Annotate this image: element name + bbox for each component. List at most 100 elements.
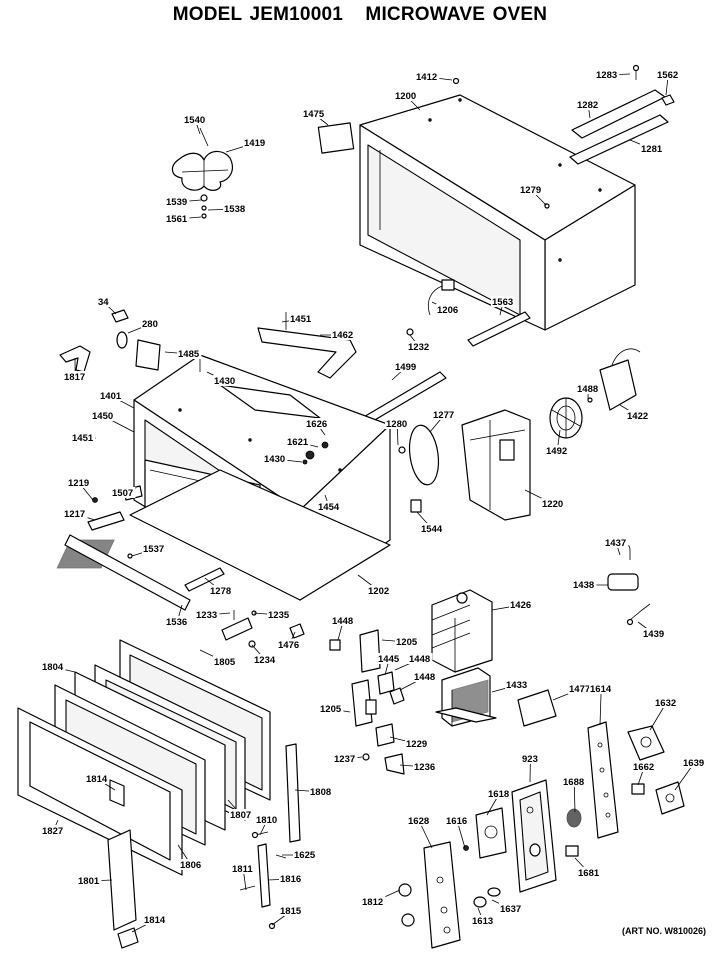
callout-label-bg [562, 776, 587, 787]
callout-label-bg [420, 523, 445, 534]
callout-label: 1816 [280, 874, 301, 885]
seal-strip-1536 [64, 534, 191, 611]
callout-label-bg [99, 390, 124, 401]
callout-label: 1488 [577, 384, 598, 395]
callout-label-bg [231, 863, 256, 874]
callout-label: 1688 [563, 777, 584, 788]
art-number: (ART NO. W810026) [621, 926, 706, 936]
callout-label: 1206 [437, 305, 458, 316]
door-assembly [17, 639, 271, 876]
callout-label: 1229 [406, 739, 427, 750]
callout-label-bg [41, 825, 66, 836]
callout-label-bg [286, 436, 311, 447]
fan-motor [549, 348, 641, 439]
callout-label-bg [577, 867, 602, 878]
callout-label: 1805 [214, 657, 236, 668]
callout-label: 1827 [42, 826, 63, 837]
board-1618 [475, 807, 507, 859]
callout-label: 1282 [577, 100, 598, 111]
callout-label: 1412 [416, 72, 437, 83]
callout-label: 1616 [446, 816, 467, 827]
callout-label-bg [541, 498, 566, 509]
callout-label: 1462 [332, 330, 353, 341]
callout-label-bg [255, 814, 280, 825]
part-1217 [87, 511, 125, 531]
callout-label-bg [407, 341, 432, 352]
callout-label-bg [195, 609, 220, 620]
part-1219 [92, 497, 98, 503]
callout-label-bg [142, 543, 167, 554]
callout-label-bg [576, 383, 601, 394]
strip-1278 [184, 567, 225, 592]
callout-label: 1815 [280, 906, 302, 917]
callout-label-bg [331, 615, 356, 626]
callout-label-bg [97, 296, 111, 307]
callout-label: 1801 [78, 876, 100, 887]
knob-1613 [473, 896, 487, 908]
callout-label-bg [267, 609, 292, 620]
callout-label-bg [209, 585, 234, 596]
callout-label: 1277 [433, 410, 454, 421]
callout-label: 1562 [657, 70, 678, 81]
callout-label: 1540 [184, 115, 205, 126]
callout-label: 1637 [500, 904, 521, 915]
part-280 [116, 331, 128, 349]
callout-label: 1236 [414, 762, 435, 773]
callout-label-bg [243, 137, 268, 148]
latch-1233 [221, 617, 253, 641]
callout-label: 1234 [254, 655, 276, 666]
callout-label: 1810 [256, 815, 277, 826]
callout-label-bg [183, 114, 208, 125]
callout-label: 1681 [578, 868, 600, 879]
callout-label: 1817 [64, 372, 85, 383]
callout-label: 1499 [395, 362, 416, 373]
door-handle [107, 829, 139, 949]
callout-label-bg [165, 213, 190, 224]
callout-label-bg [293, 849, 318, 860]
callout-label: 1807 [230, 810, 251, 821]
bracket-1462 [257, 327, 357, 379]
callout-label: 1475 [303, 109, 325, 120]
oval-1277 [408, 424, 440, 486]
callout-label: 1485 [178, 349, 200, 360]
callout-label: 1200 [395, 91, 416, 102]
callout-label-bg [309, 786, 334, 797]
callout-label: 1280 [386, 419, 407, 430]
callout-label-bg [143, 914, 168, 925]
callout-label: 1220 [542, 499, 563, 510]
callout-label-bg [377, 653, 402, 664]
callout-label-bg [545, 445, 570, 456]
callout-label: 1632 [655, 698, 676, 709]
callout-label-bg [589, 683, 614, 694]
callout-label-bg [85, 773, 110, 784]
callout-label: 1814 [144, 915, 166, 926]
stirrer-fan [171, 127, 233, 219]
part-1476 [289, 623, 305, 639]
callout-label: 1217 [64, 509, 85, 520]
callout-label: 1439 [643, 629, 664, 640]
callout-label: 1445 [378, 654, 400, 665]
control-frame-923 [511, 779, 557, 893]
callout-leader [599, 688, 602, 726]
callout-label-bg [632, 761, 657, 772]
callout-label: 1448 [409, 654, 430, 665]
callout-label-bg [568, 683, 593, 694]
callout-label: 1662 [633, 762, 654, 773]
control-panel-1628 [398, 841, 461, 949]
callout-label-bg [642, 628, 667, 639]
callout-label: 1507 [112, 488, 133, 499]
callout-label-bg [394, 361, 419, 372]
transformer-1433 [435, 667, 497, 727]
callout-label-bg [213, 375, 238, 386]
callout-label-bg [487, 788, 512, 799]
callout-label: 1426 [510, 600, 531, 611]
callout-label: 1477 [569, 684, 590, 695]
callout-label: 1422 [627, 411, 648, 422]
callout-label-bg [41, 661, 66, 672]
callout-label: 1536 [166, 617, 187, 628]
callout-label: 1450 [92, 411, 113, 422]
callout-label: 1438 [573, 580, 594, 591]
waveguide-1220 [461, 409, 531, 521]
